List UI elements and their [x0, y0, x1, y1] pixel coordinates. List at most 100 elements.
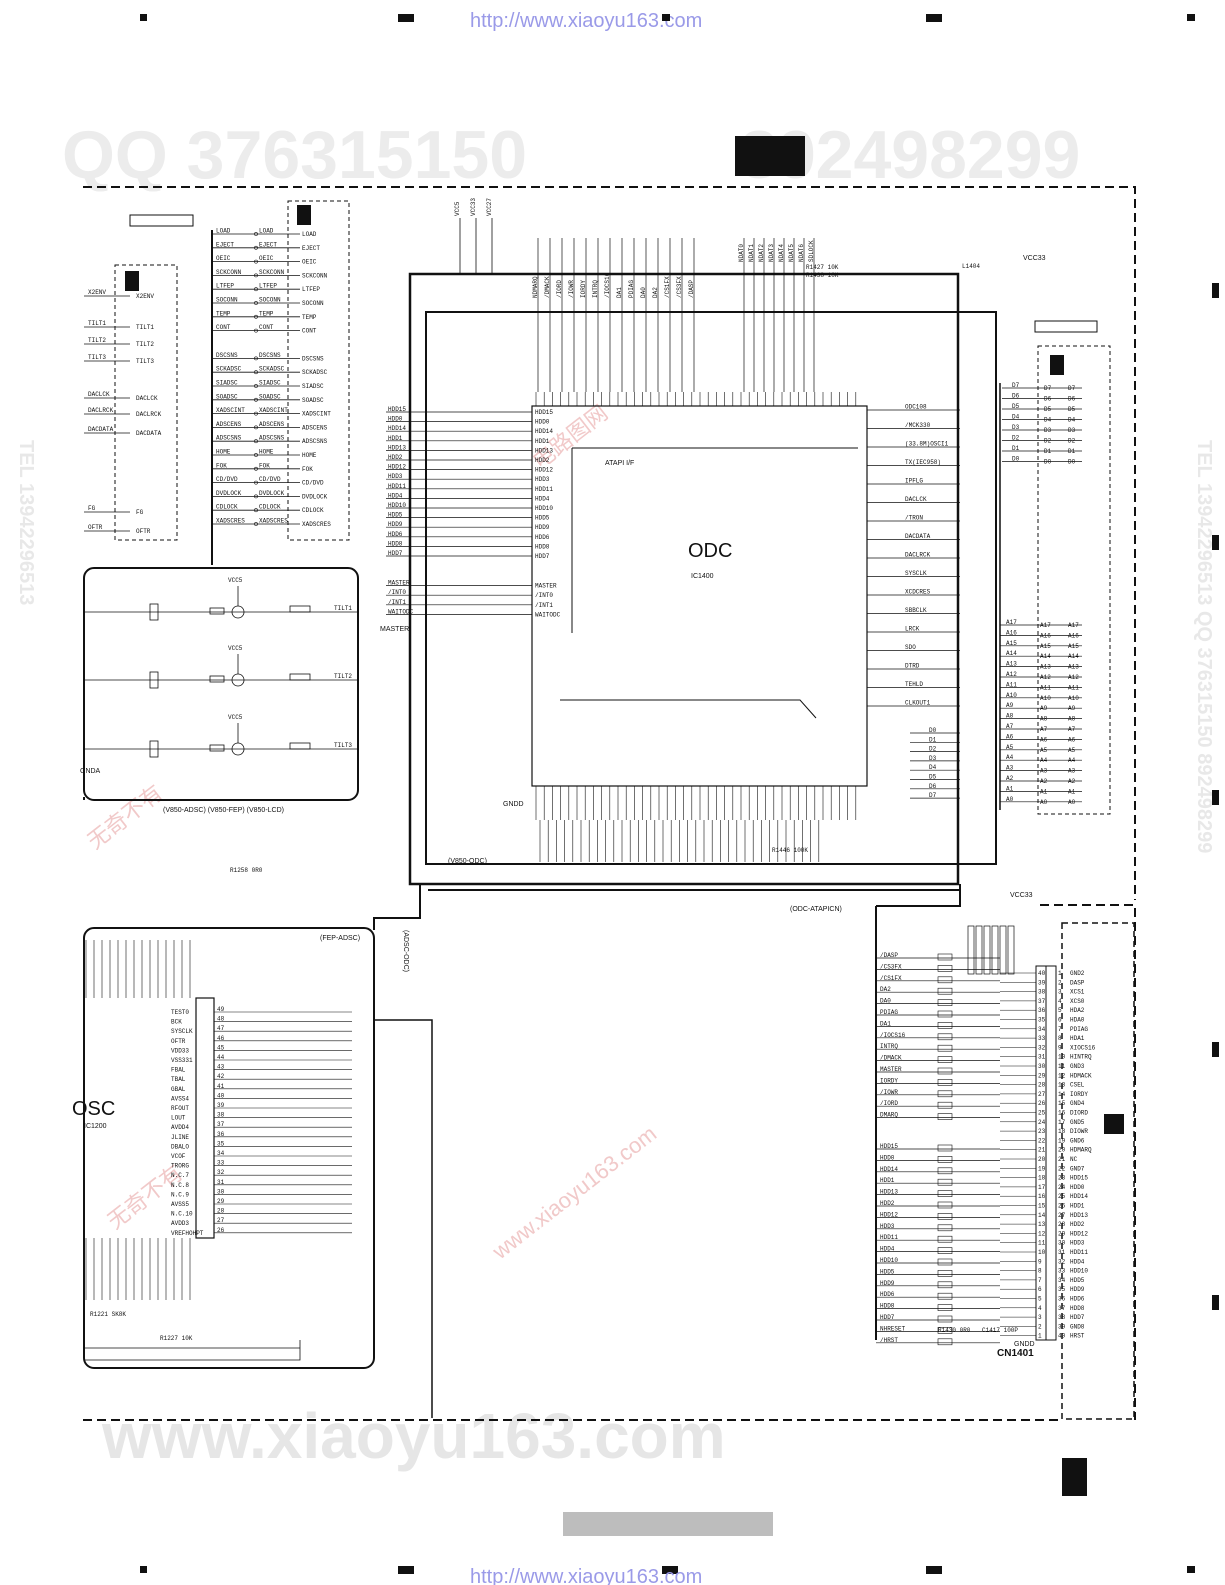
odc-left-pin-inner: HDD7: [535, 553, 550, 560]
osc-pin-number: 43: [217, 1064, 225, 1071]
tilt-signal-label: TILT3: [88, 354, 106, 361]
osc-pin-number: 46: [217, 1035, 225, 1042]
cn-left-signal-label: DMARQ: [880, 1112, 898, 1119]
bottom-url[interactable]: http://www.xiaoyu163.com: [470, 1566, 702, 1585]
cn-pin-number: 33: [1038, 1035, 1046, 1042]
cn-pin-number: 19: [1038, 1165, 1046, 1172]
addr-pin-label: A3: [1006, 765, 1014, 772]
cn-pin-number: 39: [1038, 979, 1046, 986]
tilt-signal-label: TILT1: [88, 320, 106, 327]
cn-pin-number: 34: [1038, 1026, 1046, 1033]
cn-signal-label: GND8: [1070, 1323, 1085, 1330]
tilt-signal-lines: X2ENVX2ENVTILT1TILT1TILT2TILT2TILT3TILT3…: [84, 289, 162, 535]
top-bus-label: NDAT0: [738, 244, 745, 262]
osc-pin-number: 34: [217, 1150, 225, 1157]
connector-pin-label: DVDLOCK: [302, 493, 328, 500]
cn-pin-number: 2: [1038, 1323, 1042, 1330]
cn-left-signal-label: HDD4: [880, 1246, 895, 1253]
left-signal-label-2: OEIC: [259, 255, 274, 262]
left-signal-label: TEMP: [216, 310, 231, 317]
cn-signal-label: HDA1: [1070, 1035, 1085, 1042]
cn-signal-label: HDD12: [1070, 1230, 1088, 1237]
osc-pin-number: 39: [217, 1102, 225, 1109]
cn-left-signal-label: DA0: [880, 998, 891, 1005]
addr-pin-label-3: A17: [1068, 622, 1079, 629]
odc-left-pin-inner: HDD12: [535, 467, 553, 474]
cn-pin-number-2: 3: [1058, 989, 1062, 996]
connector-pin-label: HOME: [302, 452, 317, 459]
cn-pin-number: 35: [1038, 1017, 1046, 1024]
addr-pin-label-3: A4: [1068, 757, 1076, 764]
odc-right-pin-label: ODC108: [905, 404, 927, 411]
data-pin-label-3: D7: [1068, 385, 1076, 392]
osc-pin-number: 27: [217, 1217, 225, 1224]
left-signal-label: ADSCENS: [216, 421, 242, 428]
connector-pin-label: LOAD: [302, 231, 317, 238]
cn-pin-number-2: 1: [1058, 970, 1062, 977]
odc-left-pin-inner: /INT1: [535, 602, 553, 609]
part-label: C1417 100P: [982, 1327, 1018, 1334]
odc-data-pin: D1: [929, 736, 937, 743]
cn-signal-label: HDD4: [1070, 1258, 1085, 1265]
osc-pin-label: TEST0: [171, 1009, 189, 1016]
cn-pin-number-2: 11: [1058, 1063, 1066, 1070]
cn-pin-number: 37: [1038, 998, 1046, 1005]
osc-pin-number: 29: [217, 1198, 225, 1205]
left-signal-label: DSCSNS: [216, 352, 238, 359]
connector-pin-label: TEMP: [302, 314, 317, 321]
osc-pin-number: 49: [217, 1006, 225, 1013]
left-signal-label-2: ADSCENS: [259, 421, 285, 428]
odc-left-pin-inner: HDD3: [535, 476, 550, 483]
left-signal-label: SOADSC: [216, 393, 238, 400]
cn-pin-number-2: 22: [1058, 1165, 1066, 1172]
osc-pin-number: 33: [217, 1160, 225, 1167]
odc-left-pin-label: HDD8: [388, 540, 403, 547]
addr-pin-label-3: A9: [1068, 705, 1076, 712]
cn-left-signal-label: HDD6: [880, 1291, 895, 1298]
cn-left-signal-label: HDD3: [880, 1223, 895, 1230]
cn-pin-number: 3: [1038, 1314, 1042, 1321]
tilt-connector-pin: FG: [136, 509, 144, 516]
cn-pin-number: 31: [1038, 1054, 1046, 1061]
odc-left-pin-label: HDD9: [388, 521, 403, 528]
odc-left-pin-label: HDD10: [388, 502, 406, 509]
blank-label-box-2: [1034, 320, 1098, 333]
odc-data-pin: D5: [929, 774, 937, 781]
left-signal-label: LTFEP: [216, 283, 234, 290]
osc-pin-number: 41: [217, 1083, 225, 1090]
osc-pin-number: 42: [217, 1073, 225, 1080]
cn-pin-number: 32: [1038, 1044, 1046, 1051]
cn-left-signal-label: /HRST: [880, 1337, 898, 1344]
ic-ref: IC1400: [691, 573, 714, 580]
data-pin-label-2: D1: [1044, 448, 1052, 455]
addr-pin-label-2: A16: [1040, 632, 1051, 639]
top-bus-label: /CS3FX: [676, 276, 683, 298]
left-signal-label: SOCONN: [216, 297, 238, 304]
addr-pin-label-2: A15: [1040, 643, 1051, 650]
part-label: R1438 10K: [806, 272, 839, 279]
odc-right-pin-label: CLKOUT1: [905, 700, 931, 707]
cn-pin-number: 8: [1038, 1268, 1042, 1275]
cn-signal-label: CSEL: [1070, 1082, 1085, 1089]
cn-pin-number-2: 30: [1058, 1240, 1066, 1247]
odc-left-pin-label: HDD14: [388, 425, 406, 432]
cn-left-signal-label: HDD8: [880, 1303, 895, 1310]
addr-pin-label-3: A1: [1068, 788, 1076, 795]
cn-left-signal-label: NHRESET: [880, 1325, 906, 1332]
top-url[interactable]: http://www.xiaoyu163.com: [470, 10, 702, 32]
left-signal-label-2: FOK: [259, 462, 270, 469]
part-label: R1221 SK8K: [90, 1311, 126, 1318]
odc-right-pin-label: /MCK330: [905, 422, 931, 429]
cn-pin-number-2: 6: [1058, 1017, 1062, 1024]
cn-pin-number-2: 31: [1058, 1249, 1066, 1256]
osc-pin-number: 44: [217, 1054, 225, 1061]
data-pin-label-3: D5: [1068, 406, 1076, 413]
connector-pin-label: SOCONN: [302, 300, 324, 307]
cn-left-signal-label: INTRQ: [880, 1043, 898, 1050]
connector-pin-label: SCKADSC: [302, 369, 328, 376]
tilt-connector-pin: OFTR: [136, 528, 151, 535]
tilt-output-label: TILT2: [334, 673, 352, 680]
tilt-output-label: TILT3: [334, 742, 352, 749]
